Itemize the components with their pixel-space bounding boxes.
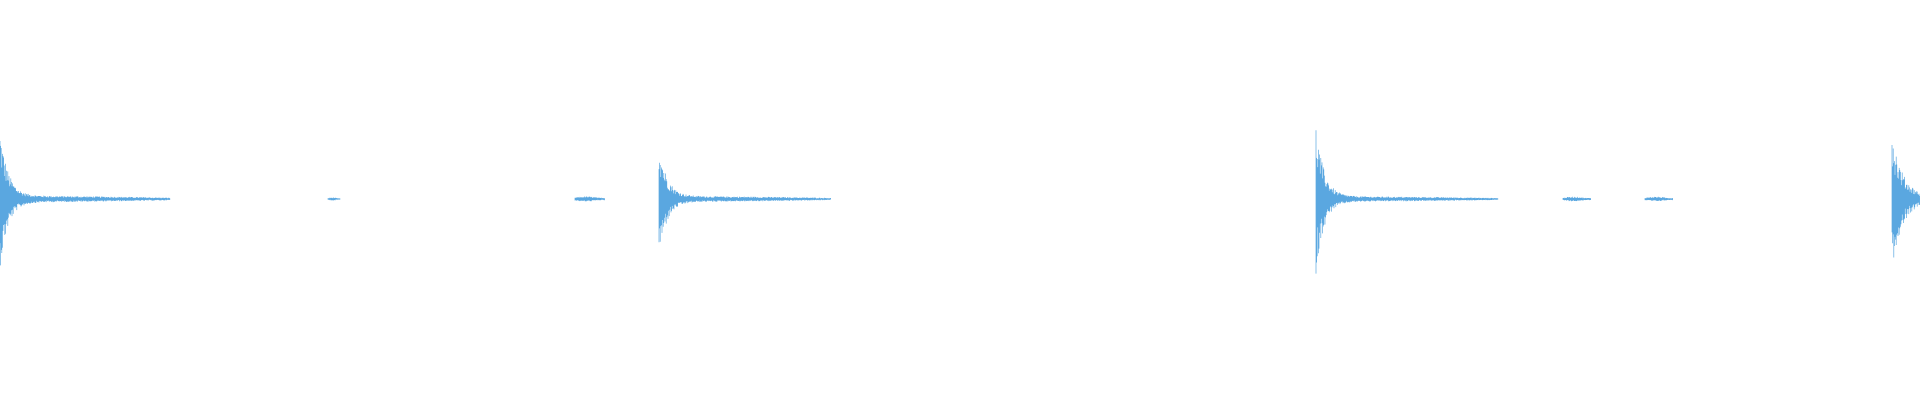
waveform-trace [1315,130,1499,274]
waveform-event-hit-2 [658,162,831,243]
waveform-trace [0,141,171,266]
waveform-trace [658,162,831,243]
waveform-event-hit-4 [1891,145,1920,258]
waveform-trace [1891,145,1920,258]
waveform-event-blip-4 [1644,196,1673,202]
waveform-event-blip-1 [327,197,341,201]
waveform-event-blip-3 [1562,196,1591,202]
waveform-event-hit-3 [1315,130,1499,274]
waveform-event-hit-1 [0,141,171,266]
waveform-event-blip-2 [574,196,605,202]
